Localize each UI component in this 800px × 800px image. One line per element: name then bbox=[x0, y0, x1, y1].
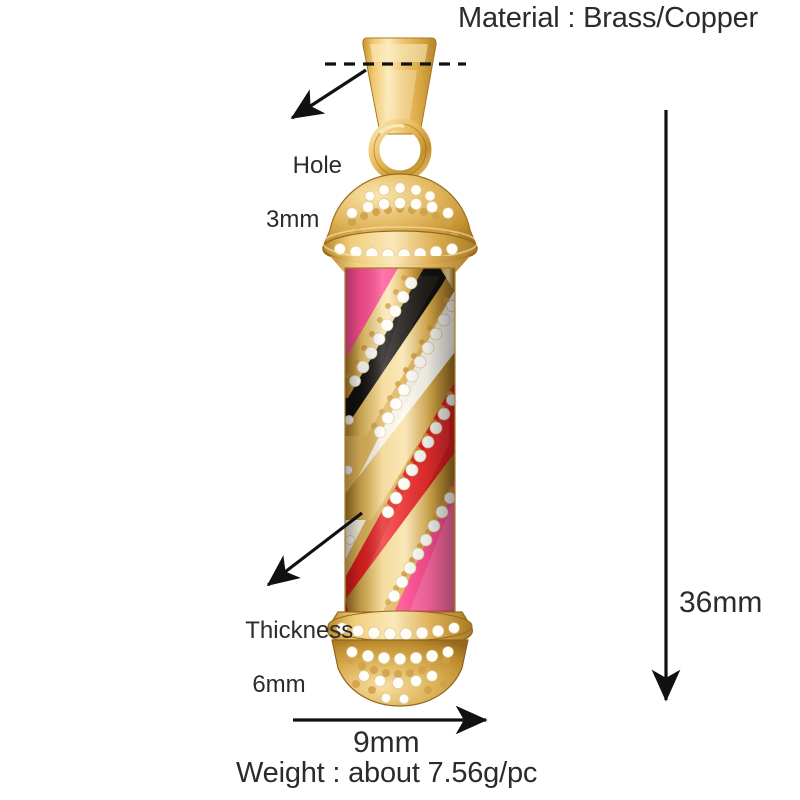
thickness-label-line1: Thickness bbox=[245, 616, 354, 644]
cz-stones-bottom-collar bbox=[336, 622, 460, 641]
pendant-striped-body bbox=[344, 267, 456, 618]
material-label: Material : Brass/Copper bbox=[458, 2, 759, 34]
height-dimension-label: 36mm bbox=[679, 586, 763, 619]
weight-label: Weight : about 7.56g/pc bbox=[236, 757, 538, 789]
cz-stones-top-cap bbox=[346, 182, 454, 219]
thickness-label-line2: 6mm bbox=[252, 670, 306, 698]
hole-dimension-label: Hole 3mm bbox=[266, 126, 342, 287]
width-dimension-label: 9mm bbox=[353, 726, 420, 759]
thickness-dimension-label: Thickness 6mm bbox=[219, 591, 353, 752]
pendant-bottom-cap bbox=[327, 610, 473, 707]
hole-label-line1: Hole bbox=[292, 151, 343, 179]
pendant-top-cap bbox=[322, 173, 478, 272]
hole-label-line2: 3mm bbox=[266, 205, 320, 233]
cz-stones-bottom-cap bbox=[346, 646, 454, 705]
pendant-bail bbox=[362, 37, 437, 135]
